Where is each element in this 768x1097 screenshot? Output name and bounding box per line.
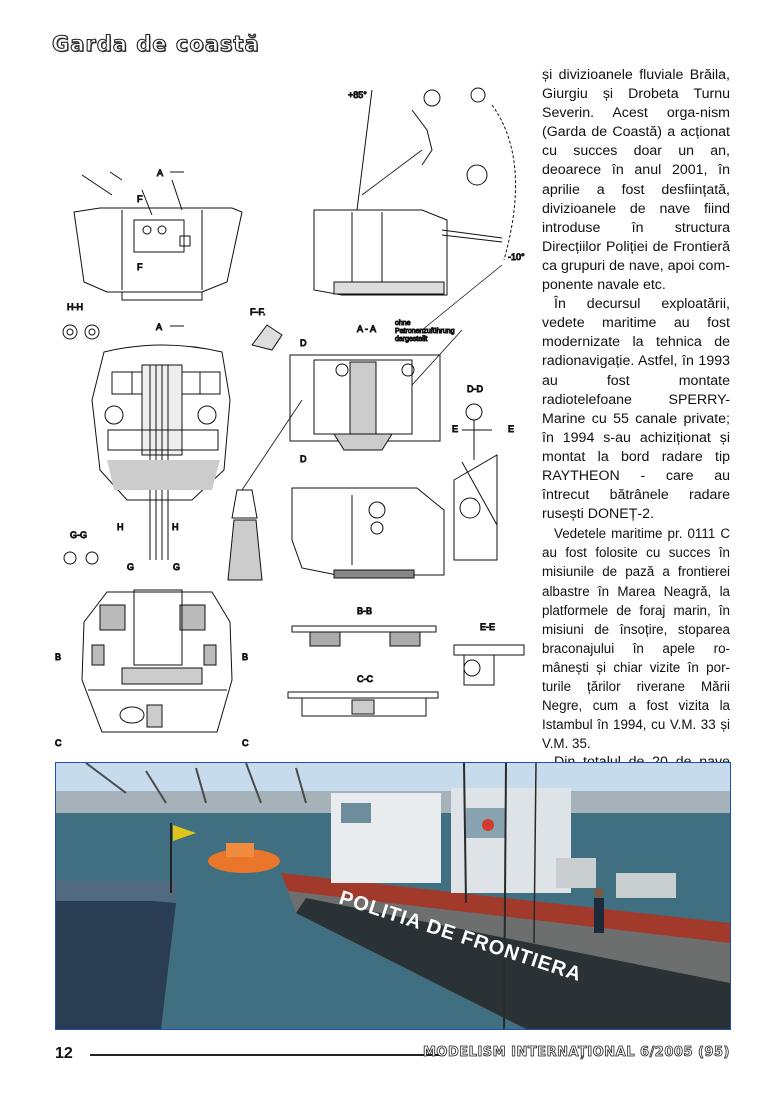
page-number: 12 (55, 1045, 73, 1062)
label-cc: C-C (357, 674, 373, 684)
label-d-top: D (300, 338, 307, 348)
article-paragraph-2: În decursul exploatării, vedete maritime… (542, 296, 730, 523)
label-angle-up: +85° (348, 90, 367, 100)
label-e-right: E (508, 424, 514, 434)
label-a-top: A (157, 168, 163, 178)
harbor-photo: POLITIA DE FRONTIERA (55, 762, 731, 1030)
label-aa-note1: ohne (395, 320, 411, 327)
label-a-bottom: A (156, 322, 162, 332)
label-gg: G-G (70, 530, 87, 540)
label-g-right: G (173, 562, 180, 572)
label-aa-note2: Patronenzuführung (395, 328, 455, 335)
front-view-turret (73, 171, 243, 301)
label-ff: F-F. (250, 307, 266, 317)
label-b-right: B (242, 652, 248, 662)
article-paragraph-3: Vedetele maritime pr. 0111 C au fost fol… (542, 526, 730, 752)
article-column: și divizioanele fluviale Brăila, Giurgiu… (542, 66, 730, 789)
article-paragraph-1: și divizioanele fluviale Brăila, Giurgiu… (542, 67, 730, 294)
label-h-right: H (172, 522, 179, 532)
section-side (291, 487, 445, 579)
bottom-plan-view (81, 589, 233, 733)
label-e-left: E (452, 424, 458, 434)
label-b-left: B (55, 652, 61, 662)
detail-e-bracket (453, 454, 498, 561)
label-d-bottom: D (300, 454, 307, 464)
label-f-top: F (137, 194, 143, 204)
label-ee: E-E (480, 622, 495, 632)
plan-view-turret (91, 344, 231, 560)
label-dd: D-D (467, 384, 483, 394)
label-c-left: C (55, 738, 62, 748)
label-h-left: H (117, 522, 124, 532)
page-header-title: Garda de coastă (51, 31, 260, 56)
footer-magazine-title: MODELISM INTERNAȚIONAL 6/2005 (95) (423, 1045, 730, 1061)
label-f-bottom: F (137, 262, 143, 272)
section-dd (462, 403, 492, 460)
side-view-turret (313, 87, 516, 296)
label-angle-down: -10° (508, 252, 525, 262)
section-bb (291, 625, 437, 647)
section-cc (287, 691, 439, 717)
footer-rule (90, 1054, 440, 1056)
label-bb: B-B (357, 606, 372, 616)
label-hh: H-H (67, 302, 83, 312)
label-g-left: G (127, 562, 134, 572)
technical-drawings: A F F A H-H F-F. H H G G G-G B B C (52, 70, 534, 750)
section-ee (453, 644, 525, 686)
label-c-right: C (242, 738, 249, 748)
section-aa (289, 354, 441, 451)
label-aa: A - A (357, 324, 376, 334)
label-aa-note3: dargestellt (395, 336, 427, 343)
